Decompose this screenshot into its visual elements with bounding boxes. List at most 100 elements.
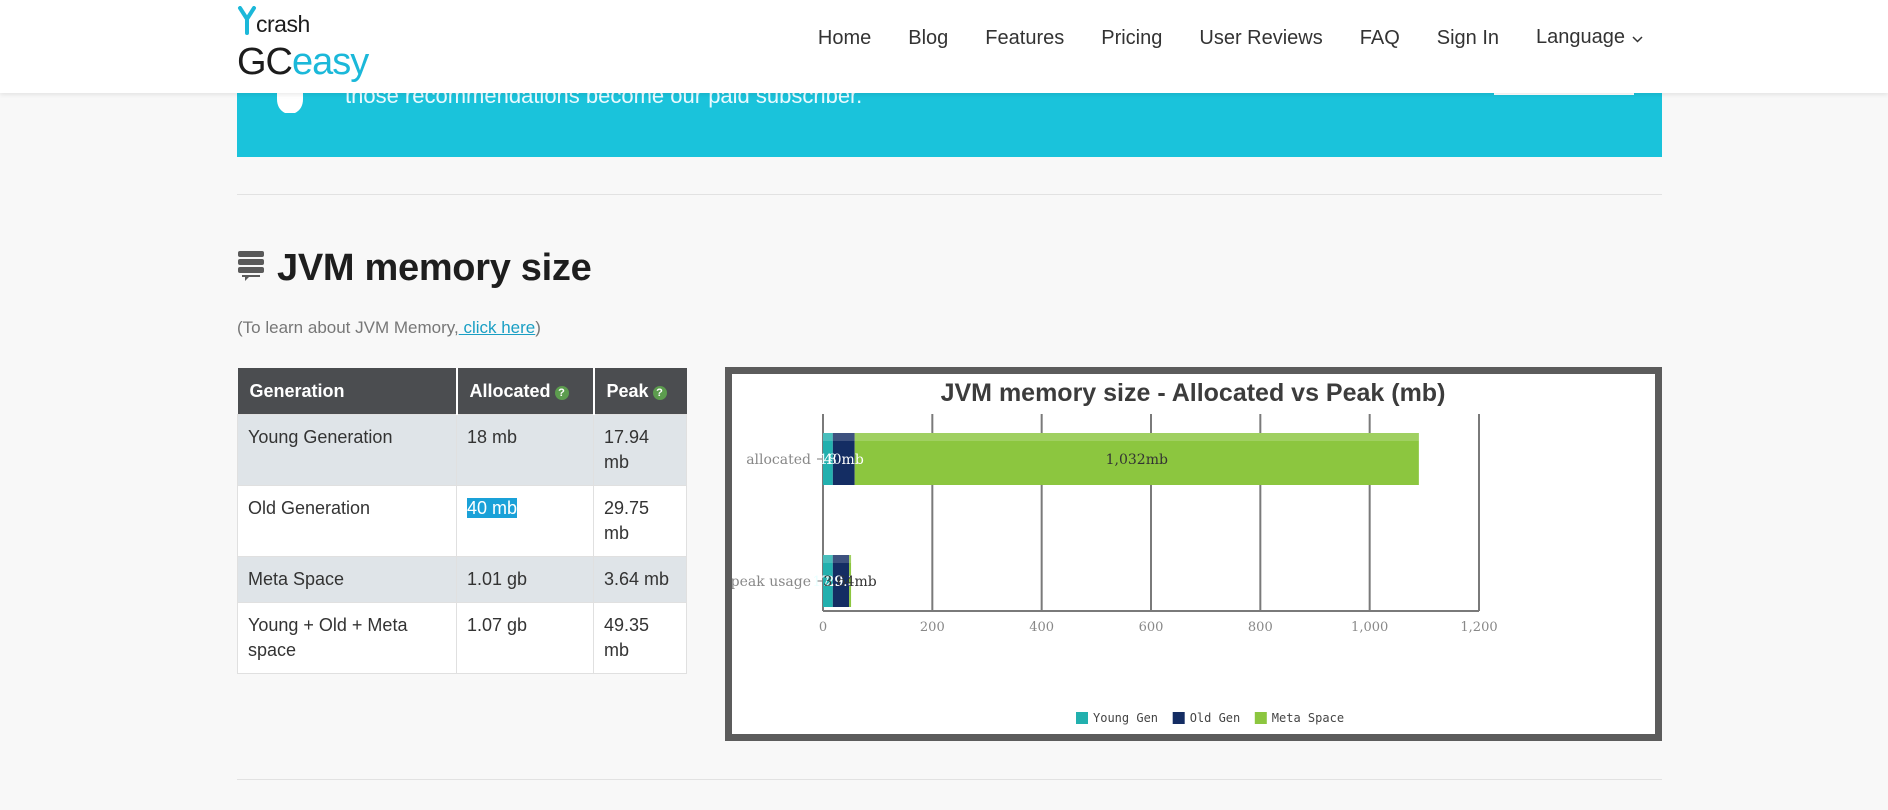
section-divider-bottom	[237, 779, 1662, 780]
table-row: Old Generation 40 mb 29.75 mb	[237, 485, 687, 557]
selected-text: 40 mb	[467, 498, 518, 518]
header-peak-label: Peak	[606, 380, 649, 401]
nav-pricing[interactable]: Pricing	[1101, 27, 1163, 49]
gceasy-wordmark-gc: GC	[237, 41, 293, 83]
bar-highlight	[854, 433, 1419, 441]
learn-prefix: (To learn about JVM Memory,	[237, 318, 459, 337]
legend-label: Young Gen	[1093, 711, 1158, 725]
chart-title: JVM memory size - Allocated vs Peak (mb)	[941, 379, 1446, 407]
recommendation-banner: those recommendations become our paid su…	[237, 83, 1662, 157]
bar-highlight	[823, 433, 833, 441]
bar-highlight	[832, 433, 855, 441]
nav-faq[interactable]: FAQ	[1359, 27, 1400, 49]
cell-peak-value: 29.75	[604, 498, 650, 518]
gceasy-logo[interactable]: crash GCeasy	[237, 6, 377, 86]
table-row: Meta Space 1.01 gb 3.64 mb	[237, 556, 687, 603]
nav-user-reviews[interactable]: User Reviews	[1199, 27, 1323, 49]
bar-segment	[823, 433, 833, 485]
memory-chart: JVM memory size - Allocated vs Peak (mb)…	[732, 374, 1655, 734]
cell-peak-unit: mb	[604, 640, 630, 660]
banner-button-edge[interactable]	[1494, 93, 1634, 95]
header-allocated: Allocated?	[456, 368, 595, 415]
legend-swatch	[1254, 712, 1267, 724]
cell-generation-line2: space	[248, 640, 297, 660]
bar-segment	[832, 555, 850, 607]
nav-features[interactable]: Features	[985, 27, 1065, 49]
cell-generation: Young Generation	[237, 414, 457, 486]
section-title: JVM memory size	[277, 247, 592, 289]
data-label: 29.3	[825, 574, 856, 590]
cell-peak-unit: mb	[604, 452, 630, 472]
help-icon[interactable]: ?	[554, 385, 569, 400]
data-label: 3.64mb	[823, 574, 876, 590]
nav-home[interactable]: Home	[817, 27, 872, 49]
ycrash-wordmark: crash	[256, 11, 310, 37]
learn-more-line: (To learn about JVM Memory, click here)	[237, 318, 541, 338]
jvm-memory-table: Generation Allocated? Peak? Young Genera…	[237, 368, 687, 674]
legend-label: Meta Space	[1272, 711, 1344, 725]
learn-suffix: )	[535, 318, 541, 337]
chevron-down-icon	[1632, 26, 1643, 49]
cell-generation: Meta Space	[237, 556, 457, 603]
header-peak: Peak?	[593, 368, 687, 415]
language-label: Language	[1536, 25, 1625, 48]
bar-segment	[854, 433, 1419, 485]
cell-peak: 17.94 mb	[593, 414, 687, 486]
bar-highlight	[849, 555, 852, 563]
header-allocated-label: Allocated	[469, 380, 551, 401]
section-divider-top	[237, 194, 1662, 195]
legend-swatch	[1076, 712, 1088, 724]
bar-highlight	[823, 555, 833, 563]
x-tick-label: 1,000	[1351, 620, 1388, 635]
cell-allocated: 40 mb	[456, 485, 594, 557]
cell-peak: 49.35 mb	[593, 602, 687, 674]
category-label: allocated	[746, 452, 811, 468]
legend-label: Old Gen	[1190, 711, 1241, 725]
bar-segment	[849, 555, 852, 607]
header-generation: Generation	[237, 368, 458, 415]
x-tick-label: 600	[1139, 620, 1164, 635]
main-nav: Home Blog Features Pricing User Reviews …	[781, 24, 1643, 50]
cell-generation: Old Generation	[237, 485, 457, 557]
cell-generation-line1: Young + Old + Meta	[248, 615, 408, 635]
cell-allocated: 1.01 gb	[456, 556, 594, 603]
cell-peak-unit: mb	[604, 523, 630, 543]
x-tick-label: 800	[1248, 620, 1273, 635]
nav-sign-in[interactable]: Sign In	[1436, 27, 1500, 49]
data-label: 17.9	[812, 574, 843, 590]
cell-peak: 3.64 mb	[593, 556, 687, 603]
cell-allocated: 1.07 gb	[456, 602, 594, 674]
cell-peak: 29.75 mb	[593, 485, 687, 557]
section-header: JVM memory size	[237, 247, 592, 290]
table-row: Young Generation 18 mb 17.94 mb	[237, 414, 687, 486]
table-row: Young + Old + Meta space 1.07 gb 49.35 mb	[237, 602, 687, 674]
help-icon[interactable]: ?	[652, 385, 667, 400]
x-tick-label: 1,200	[1460, 620, 1497, 635]
memory-chart-svg: JVM memory size - Allocated vs Peak (mb)…	[732, 379, 1498, 725]
ycrash-y-icon	[238, 6, 256, 35]
table-header-row: Generation Allocated? Peak?	[237, 368, 687, 415]
bar-highlight	[832, 555, 850, 563]
gceasy-wordmark-easy: easy	[292, 41, 369, 83]
bar-segment	[823, 555, 833, 607]
cell-generation: Young + Old + Meta space	[237, 602, 457, 674]
data-label: 40mb	[824, 452, 864, 468]
language-dropdown[interactable]: Language	[1536, 24, 1643, 50]
cell-allocated: 18 mb	[456, 414, 594, 486]
header-generation-label: Generation	[249, 380, 345, 401]
cell-peak-value: 17.94	[604, 427, 650, 447]
x-tick-label: 200	[920, 620, 945, 635]
legend-swatch	[1172, 712, 1185, 724]
memory-stack-icon	[237, 250, 265, 287]
nav-blog[interactable]: Blog	[908, 27, 949, 49]
data-label: 1,032mb	[1106, 452, 1168, 468]
top-navbar: crash GCeasy Home Blog Features Pricing …	[0, 0, 1888, 93]
bar-segment	[832, 433, 855, 485]
memory-chart-frame: JVM memory size - Allocated vs Peak (mb)…	[725, 367, 1662, 741]
click-here-link[interactable]: click here	[458, 318, 536, 337]
data-label: 18	[819, 452, 837, 468]
category-label: peak usage	[732, 574, 811, 590]
x-tick-label: 400	[1029, 620, 1054, 635]
lightbulb-icon	[273, 87, 307, 122]
cell-peak-value: 49.35	[604, 615, 650, 635]
